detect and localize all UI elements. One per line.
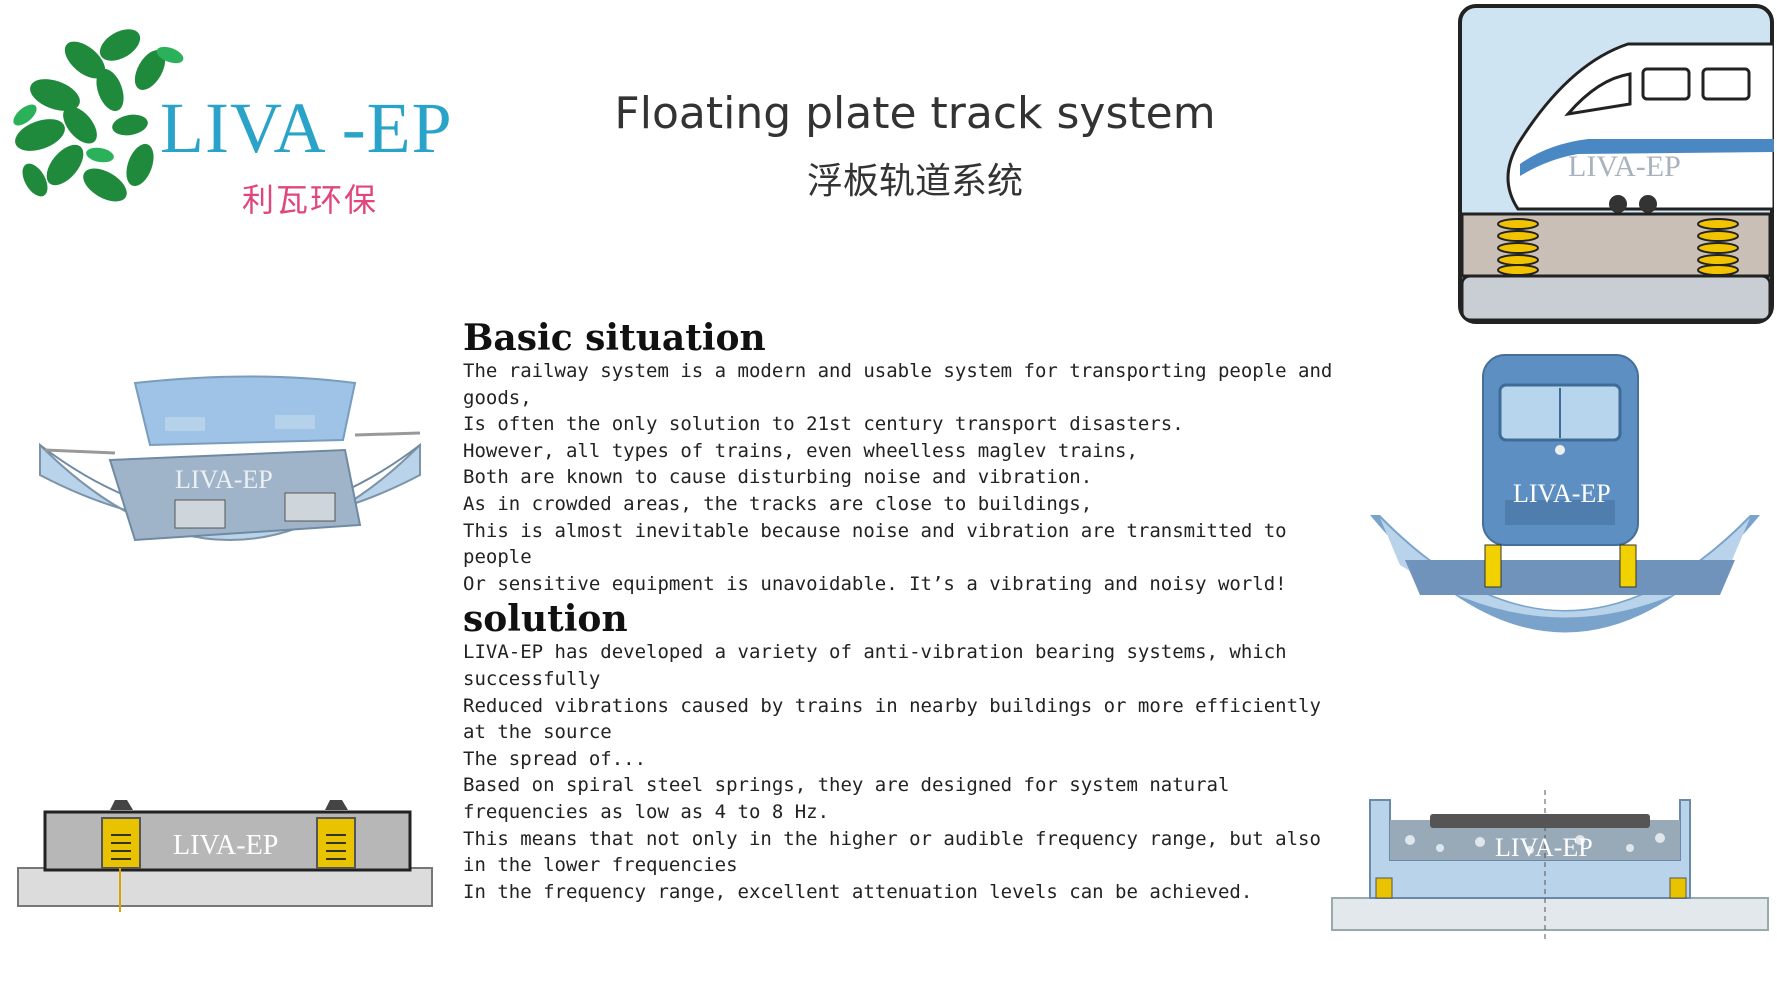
section-heading-basic: Basic situation — [463, 317, 766, 359]
floating-slab-springs-illustration: LIVA-EP — [17, 800, 433, 912]
watermark-text: LIVA-EP — [1495, 833, 1593, 862]
page-subtitle-cn: 浮板轨道系统 — [806, 161, 1023, 202]
text-line: As in crowded areas, the tracks are clos… — [463, 492, 1093, 515]
main-text: Basic situation The railway system is a … — [463, 318, 1333, 905]
text-line: at the source — [463, 721, 612, 744]
tunnel-section-illustration: LIVA-EP — [39, 375, 421, 542]
section-heading-solution: solution — [463, 598, 628, 641]
watermark-text: LIVA-EP — [1568, 150, 1681, 183]
text-line: Reduced vibrations caused by trains in n… — [463, 694, 1321, 717]
train-front-tunnel-illustration: LIVA-EP — [1370, 354, 1760, 633]
text-line: people — [463, 546, 532, 569]
watermark-text: LIVA-EP — [1513, 479, 1611, 508]
logo-name-cn: 利瓦环保 — [242, 181, 379, 219]
text-line: goods, — [463, 386, 532, 409]
watermark-text: LIVA-EP — [175, 465, 273, 494]
train-spring-illustration: LIVA-EP — [1458, 4, 1774, 324]
section-body-basic: The railway system is a modern and usabl… — [463, 358, 1333, 597]
leaf-cluster-icon — [13, 29, 184, 202]
text-line: The railway system is a modern and usabl… — [463, 360, 1333, 382]
text-line: Both are known to cause disturbing noise… — [463, 466, 1093, 489]
text-line: LIVA-EP has developed a variety of anti-… — [463, 641, 1287, 664]
text-line: successfully — [463, 667, 601, 690]
text-line: In the frequency range, excellent attenu… — [463, 880, 1253, 903]
ballast-trough-illustration: LIVA-EP — [1331, 790, 1769, 940]
section-body-solution: LIVA-EP has developed a variety of anti-… — [463, 639, 1333, 905]
company-logo: LIVA -EP 利瓦环保 — [10, 15, 480, 225]
watermark-text: LIVA-EP — [173, 830, 278, 861]
text-line: However, all types of trains, even wheel… — [463, 439, 1138, 462]
text-line: frequencies as low as 4 to 8 Hz. — [463, 800, 830, 823]
text-line: in the lower frequencies — [463, 854, 738, 877]
text-line: The spread of... — [463, 747, 647, 770]
text-line: Based on spiral steel springs, they are … — [463, 774, 1230, 797]
text-line: Or sensitive equipment is unavoidable. I… — [463, 572, 1287, 595]
page-title: Floating plate track system — [614, 88, 1216, 139]
text-line: This is almost inevitable because noise … — [463, 519, 1287, 542]
text-line: This means that not only in the higher o… — [463, 827, 1321, 850]
text-line: Is often the only solution to 21st centu… — [463, 413, 1184, 436]
logo-name: LIVA -EP — [160, 88, 453, 168]
